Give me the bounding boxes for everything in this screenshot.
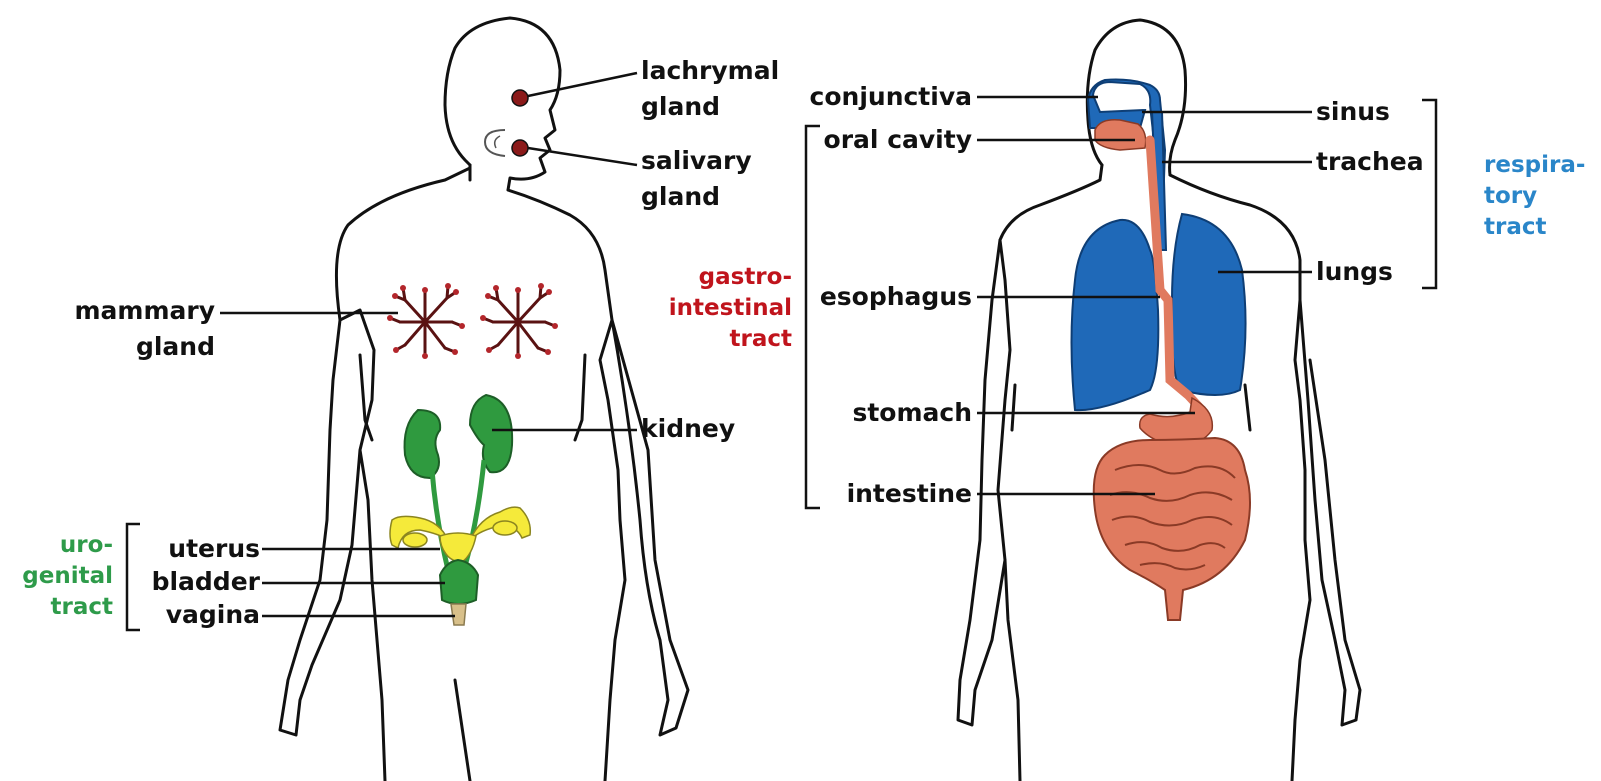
group-label-gastrointestinal: gastro- intestinal tract xyxy=(660,262,792,355)
label-stomach: stomach xyxy=(780,395,972,431)
group-label-urogenital: uro- genital tract xyxy=(10,530,113,623)
respiratory-line3: tract xyxy=(1484,212,1585,243)
gastrointestinal-line2: intestinal xyxy=(660,293,792,324)
leader-salivary xyxy=(528,148,637,165)
label-trachea: trachea xyxy=(1316,144,1424,180)
label-lachrymal-line1: lachrymal xyxy=(641,53,779,89)
label-mammary-gland: mammary gland xyxy=(40,293,215,365)
gastrointestinal-bracket xyxy=(806,126,820,508)
urogenital-line2: genital xyxy=(10,561,113,592)
leader-lachrymal xyxy=(528,73,637,96)
gastrointestinal-line1: gastro- xyxy=(660,262,792,293)
lachrymal-gland-dot xyxy=(512,90,528,106)
label-lachrymal-gland: lachrymal gland xyxy=(641,53,779,125)
label-mammary-line1: mammary xyxy=(40,293,215,329)
label-vagina: vagina xyxy=(140,597,260,633)
label-uterus: uterus xyxy=(140,531,260,567)
gastrointestinal-line3: tract xyxy=(660,324,792,355)
label-esophagus: esophagus xyxy=(780,279,972,315)
urogenital-line3: tract xyxy=(10,592,113,623)
label-sinus: sinus xyxy=(1316,94,1390,130)
label-intestine: intestine xyxy=(780,476,972,512)
mammary-gland-right xyxy=(480,283,558,359)
label-kidney: kidney xyxy=(641,411,735,447)
urogenital-bracket xyxy=(127,524,140,630)
group-label-respiratory: respira- tory tract xyxy=(1484,150,1585,243)
mammary-gland-left xyxy=(387,283,465,359)
label-salivary-line2: gland xyxy=(641,179,752,215)
label-mammary-line2: gland xyxy=(40,329,215,365)
respiratory-line2: tory xyxy=(1484,181,1585,212)
label-bladder: bladder xyxy=(140,564,260,600)
respiratory-line1: respira- xyxy=(1484,150,1585,181)
label-lungs: lungs xyxy=(1316,254,1393,290)
salivary-gland-dot xyxy=(512,140,528,156)
reproductive-organs xyxy=(390,507,530,625)
urogenital-line1: uro- xyxy=(10,530,113,561)
label-oral-cavity: oral cavity xyxy=(780,122,972,158)
label-lachrymal-line2: gland xyxy=(641,89,779,125)
label-conjunctiva: conjunctiva xyxy=(780,79,972,115)
label-salivary-gland: salivary gland xyxy=(641,143,752,215)
respiratory-bracket xyxy=(1422,100,1436,288)
label-salivary-line1: salivary xyxy=(641,143,752,179)
